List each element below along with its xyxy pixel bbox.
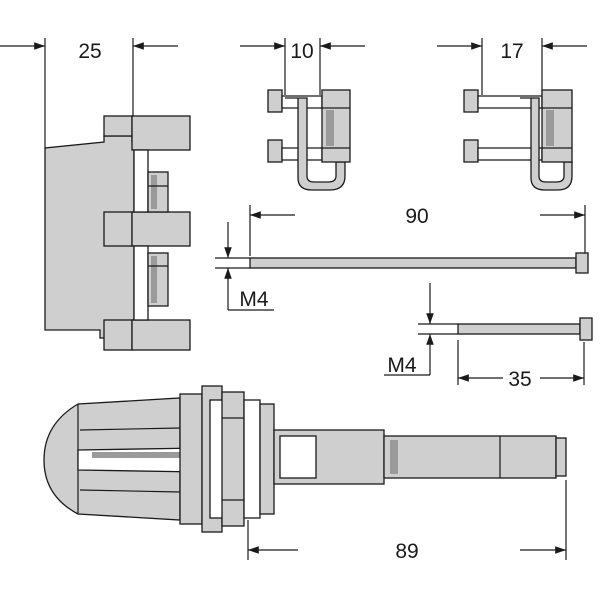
dim-label-10: 10: [290, 40, 313, 63]
clip-large-part: [437, 38, 587, 191]
screw-short-part: [384, 283, 593, 385]
dim-label-90: 90: [405, 205, 428, 228]
housing-part: [0, 38, 191, 351]
dim-label-25: 25: [78, 40, 101, 63]
dim-label-35: 35: [508, 368, 531, 391]
dim-label-m4-long: M4: [239, 288, 268, 311]
dim-label-89: 89: [395, 540, 418, 563]
dim-label-m4-short: M4: [387, 354, 416, 377]
clip-small-part: [240, 38, 365, 191]
screw-long-part: [215, 205, 589, 311]
extension-part: [43, 385, 567, 560]
dim-label-17: 17: [500, 40, 523, 63]
